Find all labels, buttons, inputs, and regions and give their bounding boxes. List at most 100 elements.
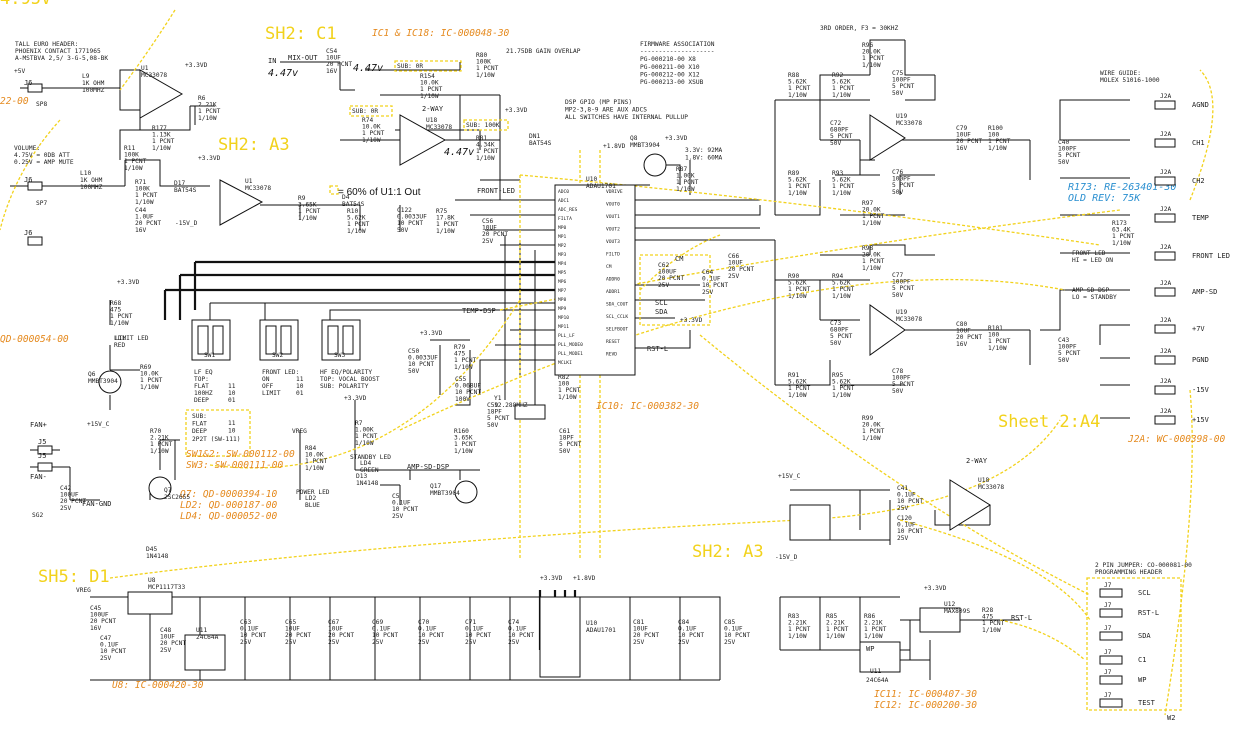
sub-switch-legend: FLAT xyxy=(192,421,207,428)
capacitor-label: 16V xyxy=(326,68,337,75)
resistor-label: 1 PCNT xyxy=(832,286,855,293)
part-label-u1a: MC33078 xyxy=(141,72,167,79)
resistor-label: 1 PCNT xyxy=(476,148,499,155)
j7-pin xyxy=(1099,631,1123,641)
dsp-pin-right: CM xyxy=(606,264,612,270)
resistor-label: 2.21K xyxy=(864,620,883,627)
cross-reference-links xyxy=(0,9,1214,716)
capacitor-label: 50V xyxy=(892,292,903,299)
resistor-label: 5.62K xyxy=(788,79,807,86)
j7-signal-label: TEST xyxy=(1138,699,1156,707)
capacitor-label: C64 xyxy=(702,269,713,276)
sheet-ref-sh2-a3-top: SH2: A3 xyxy=(218,135,290,155)
resistor-label: 1/10W xyxy=(788,92,807,99)
net-2way-a: 2-WAY xyxy=(422,105,444,113)
part-label-dn1: DN1 xyxy=(529,133,540,140)
resistor-label: 63.4K xyxy=(1112,227,1131,234)
capacitor-label: 100PF xyxy=(1058,146,1077,153)
resistor-label: R160 xyxy=(454,428,469,435)
capacitor-label: 10 PCNT xyxy=(240,632,266,639)
j7-signal-label: SDA xyxy=(1138,632,1151,640)
capacitor-label: 20 PCNT xyxy=(285,632,311,639)
power-rail-label: +3.3VD xyxy=(924,585,947,592)
resistor-label: 2.21K xyxy=(150,435,169,442)
part-label-u19a: U19 xyxy=(896,113,907,120)
resistor-label: 1/10W xyxy=(988,145,1007,152)
sub-switch-codes: 11 xyxy=(228,420,236,427)
power-rail-label: -15V_D xyxy=(175,220,198,227)
capacitor-label: 0.1UF xyxy=(724,626,743,633)
part-label-u10: U10 xyxy=(586,176,597,183)
dsp-pin-right: VOUT0 xyxy=(606,202,620,208)
j2a-signal-label: TEMP xyxy=(1192,214,1209,222)
j2a-ref-label: J2A xyxy=(1160,93,1171,100)
highlight-boxes xyxy=(185,60,1182,711)
ic-blocks xyxy=(127,184,961,678)
capacitor-label: 18PF xyxy=(559,435,574,442)
capacitor-label: 25V xyxy=(897,535,908,542)
capacitor-label: C63 xyxy=(240,619,251,626)
capacitor-label: 5 PCNT xyxy=(487,415,510,422)
capacitor-label: 10 PCNT xyxy=(678,632,704,639)
ic10-ref: IC10: IC-000382-30 xyxy=(596,401,699,412)
resistor-label: 1/10W xyxy=(788,633,807,640)
net-fan-gnd: FAN-GND xyxy=(82,500,112,508)
resistor-label: 1/10W xyxy=(305,465,324,472)
part-label-u1b: MC33078 xyxy=(245,185,271,192)
capacitor-label: 20 PCNT xyxy=(160,640,186,647)
j7-pin xyxy=(1099,675,1123,685)
resistor-label: 1/10W xyxy=(454,448,473,455)
power-rail-label: +5V xyxy=(14,68,25,75)
capacitor-label: C70 xyxy=(418,619,429,626)
resistor-label: R70 xyxy=(150,428,161,435)
firmware-association-note: PG-000213-00 XSUB xyxy=(640,79,704,86)
capacitor-label: C76 xyxy=(892,169,903,176)
lf-eq-legend: DEEP xyxy=(194,397,209,404)
resistor-label: 1/10W xyxy=(476,155,495,162)
capacitor-label: 20 PCNT xyxy=(60,498,86,505)
resistor-label: 1.13K xyxy=(152,132,171,139)
resistor-label: 20.0K xyxy=(862,49,881,56)
resistor-label: 1/10W xyxy=(476,72,495,79)
resistor-label: 1 PCNT xyxy=(832,85,855,92)
j7-pin xyxy=(1099,698,1123,708)
sub-switch-legend: SUB: xyxy=(192,413,207,420)
capacitor-label: 0.1UF xyxy=(100,642,119,649)
capacitor-label: 10 PCNT xyxy=(724,632,750,639)
part-label-u10b: ADAU1701 xyxy=(586,627,616,634)
dsp-pin-left: MP0 xyxy=(558,225,567,231)
dsp-pin-right: VOUT1 xyxy=(606,214,620,220)
dsp-pin-right: SCL_CCLK xyxy=(606,314,628,320)
capacitor-label: 25V xyxy=(60,505,71,512)
tall-euro-header-note: A-MSTBVA 2,5/ 3-G-5,08-BK xyxy=(15,55,108,62)
resistor-label: 1 PCNT xyxy=(862,428,885,435)
capacitor-label: 10 PCNT xyxy=(372,632,398,639)
capacitor-label: 0.1UF xyxy=(702,276,721,283)
volume-note: 0.25V = AMP MUTE xyxy=(14,159,74,166)
part-label-q8: MMBT3904 xyxy=(630,142,660,149)
j2a-ref-label: J2A xyxy=(1160,348,1171,355)
tall-euro-header-note: PHOENIX CONTACT 1771965 xyxy=(15,48,101,55)
test-point-label: SP8 xyxy=(36,101,47,108)
wire-guide-note: MOLEX 51016-1000 xyxy=(1100,77,1160,84)
ic11-ref: IC11: IC-000407-30 xyxy=(874,689,977,700)
capacitor-label: 680PF xyxy=(830,327,849,334)
dsp-power-u10b xyxy=(539,596,581,678)
resistor-label: 1/10W xyxy=(420,93,439,100)
lf-eq-legend: LF EQ xyxy=(194,369,213,376)
voltage-u18-out: 4.47v xyxy=(444,147,474,158)
part-label-u19b: MC33078 xyxy=(896,316,922,323)
sw3-ref: SW3: SW-000111-00 xyxy=(186,460,284,471)
capacitor-label: 0.0033UF xyxy=(397,214,427,221)
resistor-label: 1 PCNT xyxy=(864,626,887,633)
dsp-pin-right: SELFBOOT xyxy=(606,327,628,333)
resistor-label: 1/10W xyxy=(832,293,851,300)
capacitor-label: C54 xyxy=(326,48,337,55)
resistor-label: R154 xyxy=(420,73,435,80)
resistor-label: 1/10W xyxy=(862,62,881,69)
j2a-pin xyxy=(1154,287,1176,297)
net-in: IN xyxy=(268,57,276,65)
dsp-pin-right: ADDR0 xyxy=(606,277,620,283)
resistor-label: 1 PCNT xyxy=(110,313,133,320)
